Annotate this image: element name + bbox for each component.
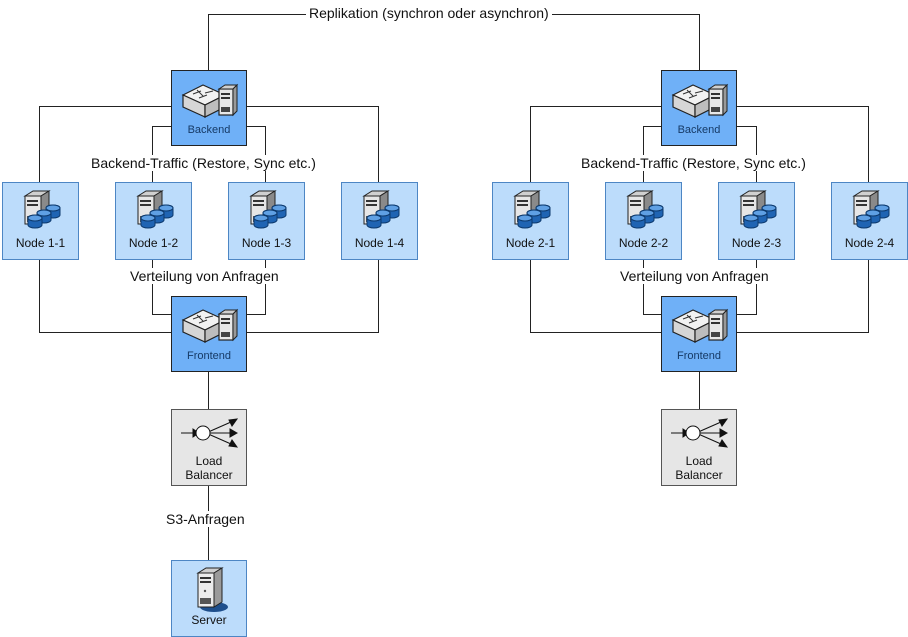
switch-server-icon xyxy=(669,302,729,351)
server-storage-icon xyxy=(509,188,553,235)
switch-server-icon xyxy=(179,302,239,351)
switch-server-icon xyxy=(179,77,239,126)
load-balancer-icon xyxy=(669,418,729,453)
server-storage-icon xyxy=(735,188,779,235)
server-storage-icon xyxy=(358,188,402,235)
node-1-4[interactable]: Node 1-4 xyxy=(341,182,418,260)
lb-label-line2: Balancer xyxy=(675,468,723,482)
replication-line xyxy=(208,14,700,70)
server-storage-icon xyxy=(132,188,176,235)
backend-line-node-2-4 xyxy=(736,106,869,182)
backend-line-node-1-1 xyxy=(39,106,171,182)
backend-line-node-1-4 xyxy=(246,106,379,182)
node-label: Node 2-2 xyxy=(618,236,669,250)
backend-2[interactable]: Backend xyxy=(661,70,737,146)
switch-server-icon xyxy=(669,77,729,126)
frontend-label: Frontend xyxy=(676,350,722,362)
s3-requests-label: S3-Anfragen xyxy=(163,511,248,527)
lb-label-line1: Load xyxy=(685,454,713,468)
frontend-line-node-2-1 xyxy=(530,259,661,333)
frontend-line-node-2-4 xyxy=(736,259,869,333)
server-label: Server xyxy=(191,613,227,627)
lb-label-line2: Balancer xyxy=(185,468,233,482)
node-label: Node 1-1 xyxy=(15,236,66,250)
node-2-4[interactable]: Node 2-4 xyxy=(831,182,908,260)
node-label: Node 1-4 xyxy=(354,236,405,250)
replication-label: Replikation (synchron oder asynchron) xyxy=(306,5,552,21)
backend-label: Backend xyxy=(187,124,231,136)
server-storage-icon xyxy=(19,188,63,235)
backend-traffic-label-1: Backend-Traffic (Restore, Sync etc.) xyxy=(88,155,319,171)
frontend-label: Frontend xyxy=(186,350,232,362)
server-storage-icon xyxy=(622,188,666,235)
node-label: Node 2-1 xyxy=(505,236,556,250)
node-2-1[interactable]: Node 2-1 xyxy=(492,182,569,260)
frontend-2[interactable]: Frontend xyxy=(661,296,737,372)
backend-1[interactable]: Backend xyxy=(171,70,247,146)
server-storage-icon xyxy=(245,188,289,235)
node-1-3[interactable]: Node 1-3 xyxy=(228,182,305,260)
node-label: Node 1-2 xyxy=(128,236,179,250)
node-label: Node 2-3 xyxy=(731,236,782,250)
node-1-2[interactable]: Node 1-2 xyxy=(115,182,192,260)
backend-label: Backend xyxy=(677,124,721,136)
load-balancer-icon xyxy=(179,418,239,453)
frontend-line-node-1-1 xyxy=(39,259,171,333)
backend-line-node-2-1 xyxy=(530,106,661,182)
frontend-line-node-1-4 xyxy=(246,259,379,333)
distribution-label-2: Verteilung von Anfragen xyxy=(617,268,772,284)
node-2-2[interactable]: Node 2-2 xyxy=(605,182,682,260)
server-icon xyxy=(190,565,230,618)
node-1-1[interactable]: Node 1-1 xyxy=(2,182,79,260)
server-storage-icon xyxy=(848,188,892,235)
distribution-label-1: Verteilung von Anfragen xyxy=(127,268,282,284)
frontend-1[interactable]: Frontend xyxy=(171,296,247,372)
node-2-3[interactable]: Node 2-3 xyxy=(718,182,795,260)
backend-traffic-label-2: Backend-Traffic (Restore, Sync etc.) xyxy=(578,155,809,171)
node-label: Node 1-3 xyxy=(241,236,292,250)
server[interactable]: Server xyxy=(171,560,247,637)
lb-label-line1: Load xyxy=(195,454,223,468)
node-label: Node 2-4 xyxy=(844,236,895,250)
